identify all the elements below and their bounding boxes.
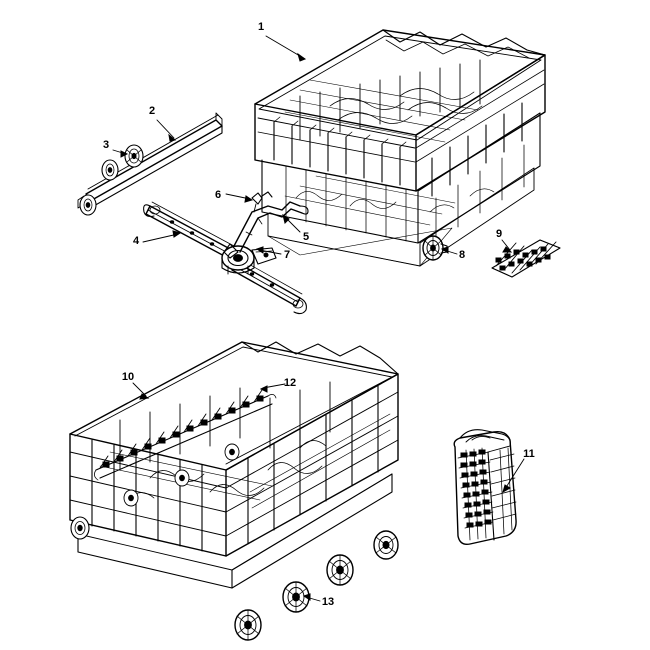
rail-roller-mid (101, 159, 119, 181)
lower-rack-assembly (69, 341, 399, 641)
callout-10: 10 (122, 371, 134, 383)
callout-8: 8 (459, 249, 465, 261)
tube-clip (251, 191, 273, 213)
callout-3: 3 (103, 139, 109, 151)
lower-rack-tine-row (94, 389, 277, 481)
callout-12: 12 (284, 377, 296, 389)
callout-4: 4 (133, 235, 140, 247)
callout-11: 11 (523, 448, 535, 460)
callout-7: 7 (284, 249, 290, 261)
rack-roller-wheel (422, 235, 448, 261)
lower-rack-wheel-rear (373, 530, 399, 560)
lower-rack-hub-fittings (123, 443, 240, 507)
callout-1: 1 (258, 21, 264, 33)
lower-rack-wheel-left (234, 609, 262, 641)
water-feed-tube (223, 201, 309, 259)
spray-arm-hub (221, 245, 277, 275)
rail-and-roller-assembly (77, 112, 223, 216)
callout-6: 6 (215, 189, 221, 201)
callout-9: 9 (496, 228, 502, 240)
tine-row-clip (491, 239, 561, 278)
callout-5: 5 (303, 231, 309, 243)
callout-2: 2 (149, 105, 155, 117)
upper-rack-assembly (254, 29, 546, 267)
spray-arm-assembly (143, 191, 309, 315)
silverware-basket (453, 429, 517, 546)
callout-leaders (112, 35, 525, 602)
rail-roller-lower (79, 194, 97, 216)
rail-roller-upper (124, 144, 144, 168)
lower-rack-wheel-far-left (70, 516, 90, 540)
callout-numbers: 1 2 3 4 5 6 7 8 9 10 11 12 13 (103, 21, 535, 608)
callout-13: 13 (322, 596, 334, 608)
lower-rack-wheel-right (326, 554, 354, 586)
